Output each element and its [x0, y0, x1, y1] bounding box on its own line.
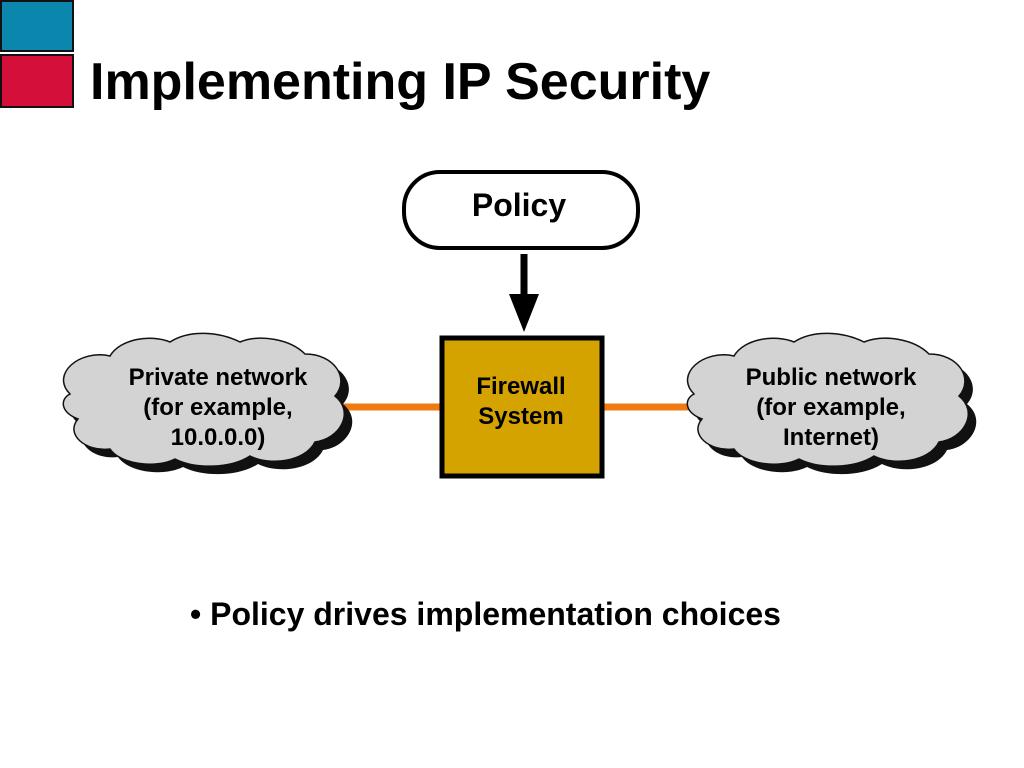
- policy-arrow: [509, 254, 539, 332]
- private-network-line3: 10.0.0.0): [170, 424, 266, 451]
- corner-blue-square: [0, 0, 74, 52]
- public-network-line3: Internet): [783, 424, 879, 451]
- firewall-label-line2: System: [478, 403, 564, 430]
- private-network-line1: Private network: [128, 364, 308, 391]
- firewall-label: Firewall System: [444, 372, 598, 432]
- bullet-point: • Policy drives implementation choices: [190, 596, 781, 632]
- firewall-label-line1: Firewall: [476, 373, 566, 400]
- policy-label: Policy: [471, 187, 567, 223]
- firewall-box: [439, 335, 605, 479]
- public-network-line1: Public network: [745, 364, 917, 391]
- public-network-label: Public network (for example, Internet): [700, 363, 962, 453]
- private-network-line2: (for example,: [143, 394, 293, 421]
- policy-box: [402, 170, 640, 250]
- corner-red-square: [0, 54, 74, 108]
- private-network-label: Private network (for example, 10.0.0.0): [90, 363, 346, 453]
- slide-title: Implementing IP Security: [90, 53, 711, 111]
- public-network-line2: (for example,: [756, 394, 906, 421]
